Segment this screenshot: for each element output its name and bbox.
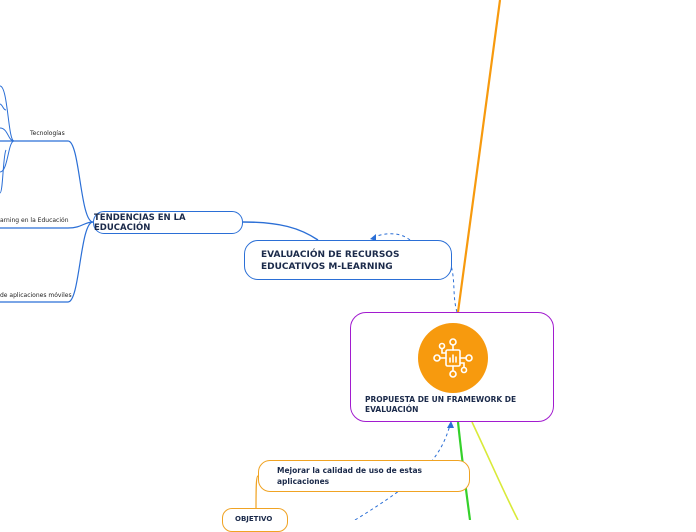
node-propuesta[interactable]: PROPUESTA DE UN FRAMEWORK DE EVALUACIÓN — [350, 312, 554, 422]
node-mejorar-label: Mejorar la calidad de uso de estas aplic… — [277, 466, 423, 486]
branch-mlearning — [0, 221, 94, 229]
node-tecnologias[interactable]: Tecnologías — [30, 130, 65, 137]
dashed-arrowhead-top — [370, 234, 376, 241]
branch-tecnologias-sub4 — [0, 103, 7, 111]
branch-tendencias-evaluacion — [242, 221, 319, 241]
node-mejorar[interactable]: Mejorar la calidad de uso de estas aplic… — [258, 460, 470, 492]
node-tendencias-label: TENDENCIAS EN LA EDUCACIÓN — [94, 212, 186, 233]
node-aplicaciones-moviles[interactable]: de aplicaciones móviles — [0, 292, 72, 299]
node-propuesta-label: PROPUESTA DE UN FRAMEWORK DE EVALUACIÓN — [365, 395, 517, 414]
branch-aplicaciones — [0, 221, 94, 303]
node-tendencias[interactable]: TENDENCIAS EN LA EDUCACIÓN — [93, 211, 243, 234]
branch-tecnologias-sub5 — [0, 149, 7, 194]
branch-tecnologias-sub2 — [0, 127, 15, 142]
node-objetivo-label: OBJETIVO — [235, 515, 273, 523]
branch-tecnologias-sub1 — [0, 85, 15, 142]
network-analytics-icon — [418, 323, 488, 393]
branch-tecnologias — [0, 140, 94, 223]
branch-tecnologias-sub3 — [0, 140, 15, 173]
dashed-arrowhead-bottom — [447, 421, 454, 428]
dashed-link-evaluacion-propuesta — [449, 261, 458, 313]
branch-yellow-down — [471, 421, 519, 520]
node-evaluacion-label: EVALUACIÓN DE RECURSOS EDUCATIVOS M-LEAR… — [261, 250, 400, 272]
branch-objetivo-mejorar — [255, 475, 259, 511]
node-evaluacion[interactable]: EVALUACIÓN DE RECURSOS EDUCATIVOS M-LEAR… — [244, 240, 452, 280]
node-objetivo[interactable]: OBJETIVO — [222, 508, 288, 532]
branch-orange-up — [456, 0, 502, 313]
node-mlearning-educacion[interactable]: arning en la Educación — [0, 217, 69, 224]
